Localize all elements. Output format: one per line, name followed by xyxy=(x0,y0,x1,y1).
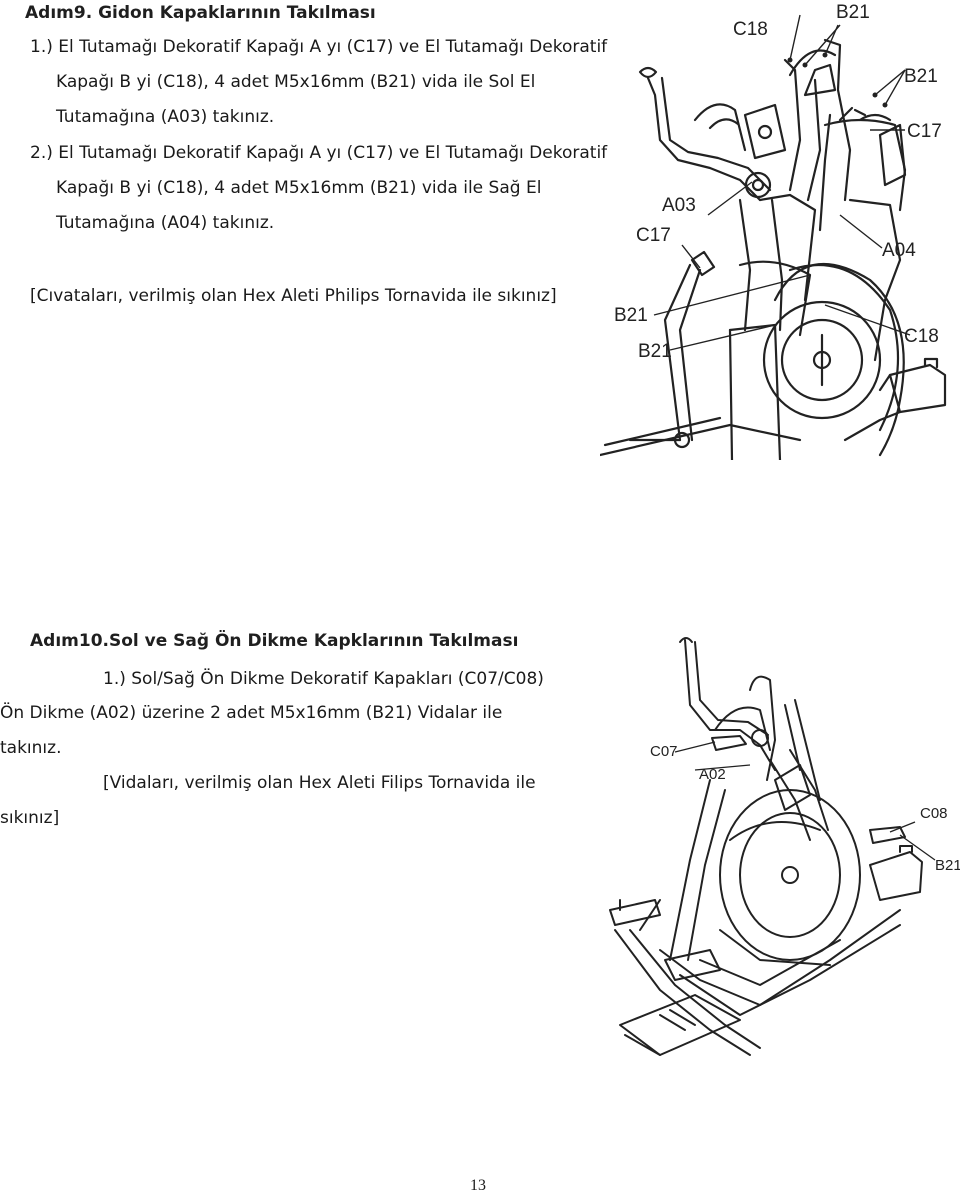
step9-instruction-line: Kapağı B yi (C18), 4 adet M5x16mm (B21) … xyxy=(56,72,536,92)
part-label-b21: B21 xyxy=(935,857,960,874)
page-number: 13 xyxy=(470,1177,486,1194)
step9-instruction-line: Kapağı B yi (C18), 4 adet M5x16mm (B21) … xyxy=(56,178,542,198)
part-label-a04: A04 xyxy=(882,240,916,261)
part-label-c18: C18 xyxy=(904,326,939,347)
part-label-b21: B21 xyxy=(638,341,672,362)
step10-instruction-line: 1.) Sol/Sağ Ön Dikme Dekoratif Kapakları… xyxy=(103,669,544,689)
part-label-a03: A03 xyxy=(662,195,696,216)
step10-note: [Vidaları, verilmiş olan Hex Aleti Filip… xyxy=(103,773,536,793)
step9-handlebar-diagram xyxy=(600,14,947,460)
step10-instruction-line: Ön Dikme (A02) üzerine 2 adet M5x16mm (B… xyxy=(0,703,503,723)
part-label-b21: B21 xyxy=(614,305,648,326)
step10-front-post-diagram xyxy=(609,637,936,1056)
part-label-a02: A02 xyxy=(699,766,726,783)
part-label-c17: C17 xyxy=(636,225,671,246)
step10-note: sıkınız] xyxy=(0,808,60,828)
step9-instruction-line: Tutamağına (A04) takınız. xyxy=(56,213,275,233)
step9-note: [Cıvataları, verilmiş olan Hex Aleti Phi… xyxy=(30,286,557,306)
part-label-c18: C18 xyxy=(733,19,768,40)
part-label-c17: C17 xyxy=(907,121,942,142)
part-label-b21: B21 xyxy=(836,2,870,23)
step9-instruction-line: 1.) El Tutamağı Dekoratif Kapağı A yı (C… xyxy=(30,37,608,57)
part-label-c08: C08 xyxy=(920,805,948,822)
step9-instruction-line: Tutamağına (A03) takınız. xyxy=(56,107,275,127)
step9-title: Adım9. Gidon Kapaklarının Takılması xyxy=(25,3,376,23)
part-label-c07: C07 xyxy=(650,743,678,760)
step9-instruction-line: 2.) El Tutamağı Dekoratif Kapağı A yı (C… xyxy=(30,143,608,163)
step10-title: Adım10.Sol ve Sağ Ön Dikme Kapklarının T… xyxy=(30,631,519,651)
step10-instruction-line: takınız. xyxy=(0,738,62,758)
part-label-b21: B21 xyxy=(904,66,938,87)
